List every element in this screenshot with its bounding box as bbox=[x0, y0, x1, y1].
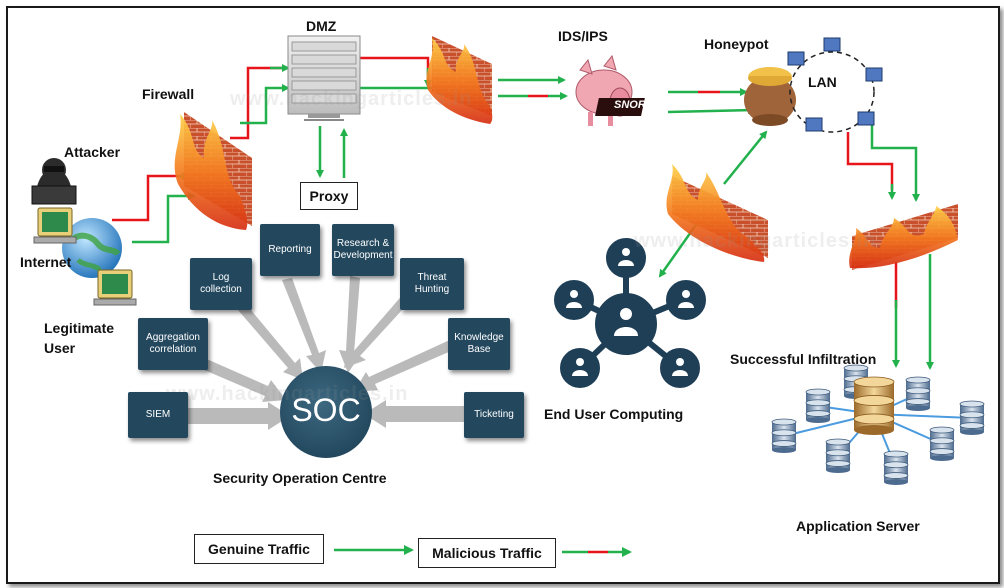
network-diagram: www.hackingarticles.in www.hackingarticl… bbox=[6, 6, 1000, 584]
soc-center-label: SOC bbox=[291, 392, 361, 428]
database-icon bbox=[883, 450, 909, 485]
soc-circle bbox=[280, 366, 372, 458]
database-icons bbox=[771, 364, 985, 485]
watermark: www.hackingarticles.in bbox=[634, 230, 877, 252]
dmz-label: DMZ bbox=[306, 18, 337, 34]
firewall-icon bbox=[849, 204, 958, 270]
legend-arrows bbox=[334, 545, 632, 557]
soc-tile-threat-hunting: Threat Hunting bbox=[400, 258, 464, 310]
legend-genuine-traffic: Genuine Traffic bbox=[194, 534, 324, 564]
lan-label: LAN bbox=[808, 74, 837, 90]
soc-tile-aggregation: Aggregation correlation bbox=[138, 318, 208, 370]
soc-tile-reporting: Reporting bbox=[260, 224, 320, 276]
firewall-icon bbox=[174, 112, 252, 230]
attacker-icon bbox=[31, 158, 77, 205]
legitimate-user-label: Legitimate User bbox=[44, 320, 115, 356]
dmz-server-icon bbox=[287, 35, 361, 121]
watermark: www.hackingarticles.in bbox=[166, 383, 409, 405]
soc-tile-research: Research & Development bbox=[332, 224, 394, 276]
internet-globe-icon bbox=[62, 218, 122, 278]
firewall-label: Firewall bbox=[142, 86, 195, 102]
proxy-box: Proxy bbox=[300, 182, 358, 210]
database-icon bbox=[905, 376, 931, 411]
main-database-icon bbox=[853, 376, 895, 435]
database-icon bbox=[825, 438, 851, 473]
soc-tile-knowledge-base: Knowledge Base bbox=[448, 318, 510, 370]
watermark: www.hackingarticles.in bbox=[230, 88, 473, 110]
honeypot-icon bbox=[744, 67, 796, 126]
soc-tile-ticketing: Ticketing bbox=[464, 392, 524, 438]
end-user-computing-label: End User Computing bbox=[544, 406, 684, 422]
internet-label: Internet bbox=[20, 254, 72, 270]
end-user-person-glyphs bbox=[566, 248, 694, 376]
diagram-canvas bbox=[31, 35, 985, 557]
database-icon bbox=[771, 418, 797, 453]
application-server-label: Application Server bbox=[796, 518, 920, 534]
snort-pig-icon bbox=[575, 54, 645, 126]
snort-logo-text: SNORT bbox=[614, 99, 653, 111]
firewall-icon bbox=[426, 36, 493, 124]
attacker-computer-icon bbox=[33, 207, 77, 244]
lan-ring-icon bbox=[787, 37, 883, 133]
legitimate-user-computer-icon bbox=[93, 269, 137, 306]
soc-tile-log-collection: Log collection bbox=[190, 258, 252, 310]
database-icon bbox=[805, 388, 831, 423]
honeypot-label: Honeypot bbox=[704, 36, 769, 52]
database-icon bbox=[959, 400, 985, 435]
attacker-label: Attacker bbox=[64, 144, 121, 160]
legend-malicious-traffic: Malicious Traffic bbox=[418, 538, 556, 568]
firewall-icon bbox=[666, 164, 768, 262]
ids-ips-label: IDS/IPS bbox=[558, 28, 608, 44]
successful-infiltration-label: Successful Infiltration bbox=[730, 351, 877, 367]
soc-connector-arrows bbox=[180, 276, 470, 430]
database-icon bbox=[929, 426, 955, 461]
soc-title: Security Operation Centre bbox=[213, 470, 387, 486]
soc-tile-siem: SIEM bbox=[128, 392, 188, 438]
